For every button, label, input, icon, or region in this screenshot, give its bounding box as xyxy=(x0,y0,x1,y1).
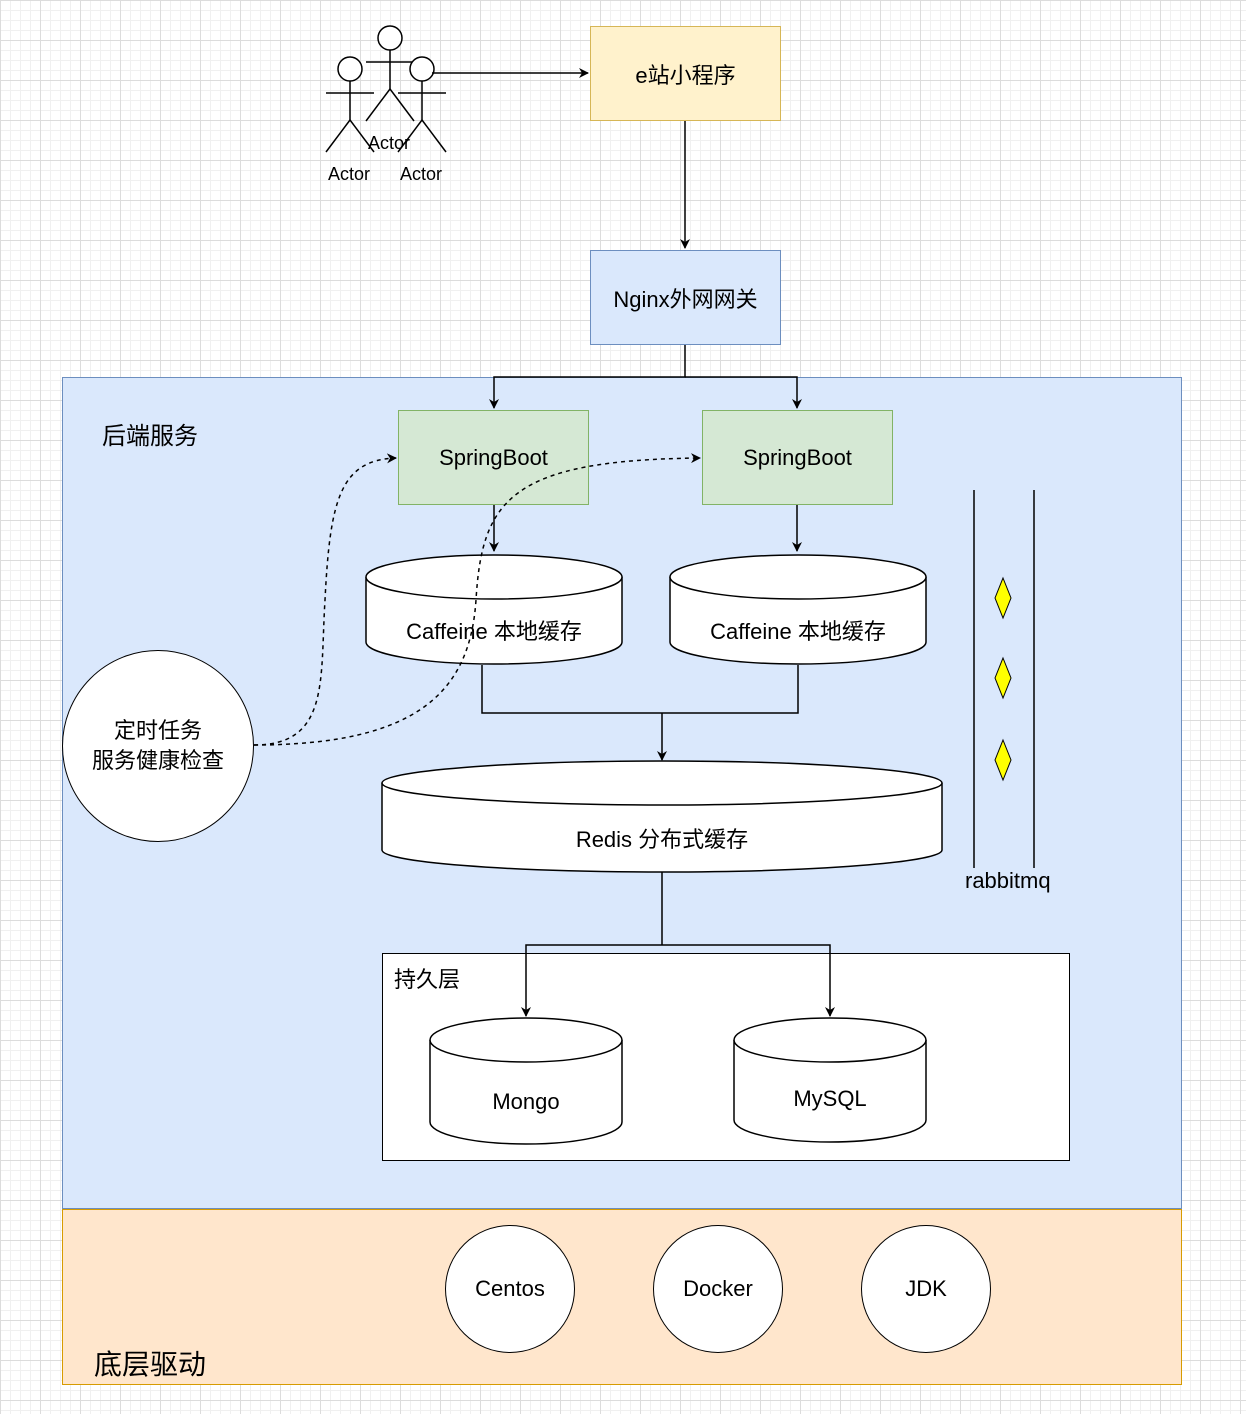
actor-icon xyxy=(397,56,447,153)
nginx-gateway-node[interactable]: Nginx外网网关 xyxy=(590,250,781,345)
driver-node-docker[interactable]: Docker xyxy=(653,1225,783,1353)
mini-program-node[interactable]: e站小程序 xyxy=(590,26,781,121)
springboot-node-1[interactable]: SpringBoot xyxy=(398,410,589,505)
mongo-label: Mongo xyxy=(492,1089,560,1114)
edge-caches-join xyxy=(481,665,799,714)
driver-layer-container xyxy=(62,1209,1182,1385)
edge-scheduler-sb1 xyxy=(253,453,397,746)
cache-cylinder-1 xyxy=(365,554,623,665)
local-cache-1-label: Caffeine 本地缓存 xyxy=(406,619,582,644)
driver-title: 底层驱动 xyxy=(94,1349,207,1380)
scheduler-label-line1: 定时任务 xyxy=(113,718,202,743)
message-diamond-icon xyxy=(994,738,1012,782)
scheduler-node[interactable]: 定时任务 服务健康检查 xyxy=(62,650,254,842)
edge-nginx-sb2 xyxy=(685,376,802,409)
actor-icon xyxy=(365,25,415,122)
message-diamond-icon xyxy=(994,656,1012,700)
message-diamond-icon xyxy=(994,576,1012,620)
actor-label-3: Actor xyxy=(400,164,443,184)
driver-node-jdk[interactable]: JDK xyxy=(861,1225,991,1353)
local-cache-2-label: Caffeine 本地缓存 xyxy=(710,619,886,644)
persistence-title: 持久层 xyxy=(394,967,461,992)
cache-cylinder-2 xyxy=(669,554,927,665)
scheduler-label-line2: 服务健康检查 xyxy=(91,748,224,773)
mysql-label: MySQL xyxy=(793,1086,867,1111)
edge-redis-mongo xyxy=(521,944,662,1017)
backend-title: 后端服务 xyxy=(102,423,198,450)
springboot-node-2[interactable]: SpringBoot xyxy=(702,410,893,505)
actor-label-1: Actor xyxy=(328,164,371,184)
driver-node-centos[interactable]: Centos xyxy=(445,1225,575,1353)
mysql-cylinder xyxy=(733,1017,927,1143)
actor-icon xyxy=(325,56,375,153)
mongo-cylinder xyxy=(429,1017,623,1145)
edge-nginx-sb1 xyxy=(489,345,686,409)
redis-cylinder xyxy=(381,760,943,873)
redis-cache-label: Redis 分布式缓存 xyxy=(575,827,749,852)
edge-redis-mysql xyxy=(662,944,835,1017)
rabbitmq-label: rabbitmq xyxy=(965,868,1051,893)
actor-icon-group xyxy=(325,25,447,153)
actor-label-2: Actor xyxy=(368,133,411,153)
queue-message-icons xyxy=(994,576,1012,782)
